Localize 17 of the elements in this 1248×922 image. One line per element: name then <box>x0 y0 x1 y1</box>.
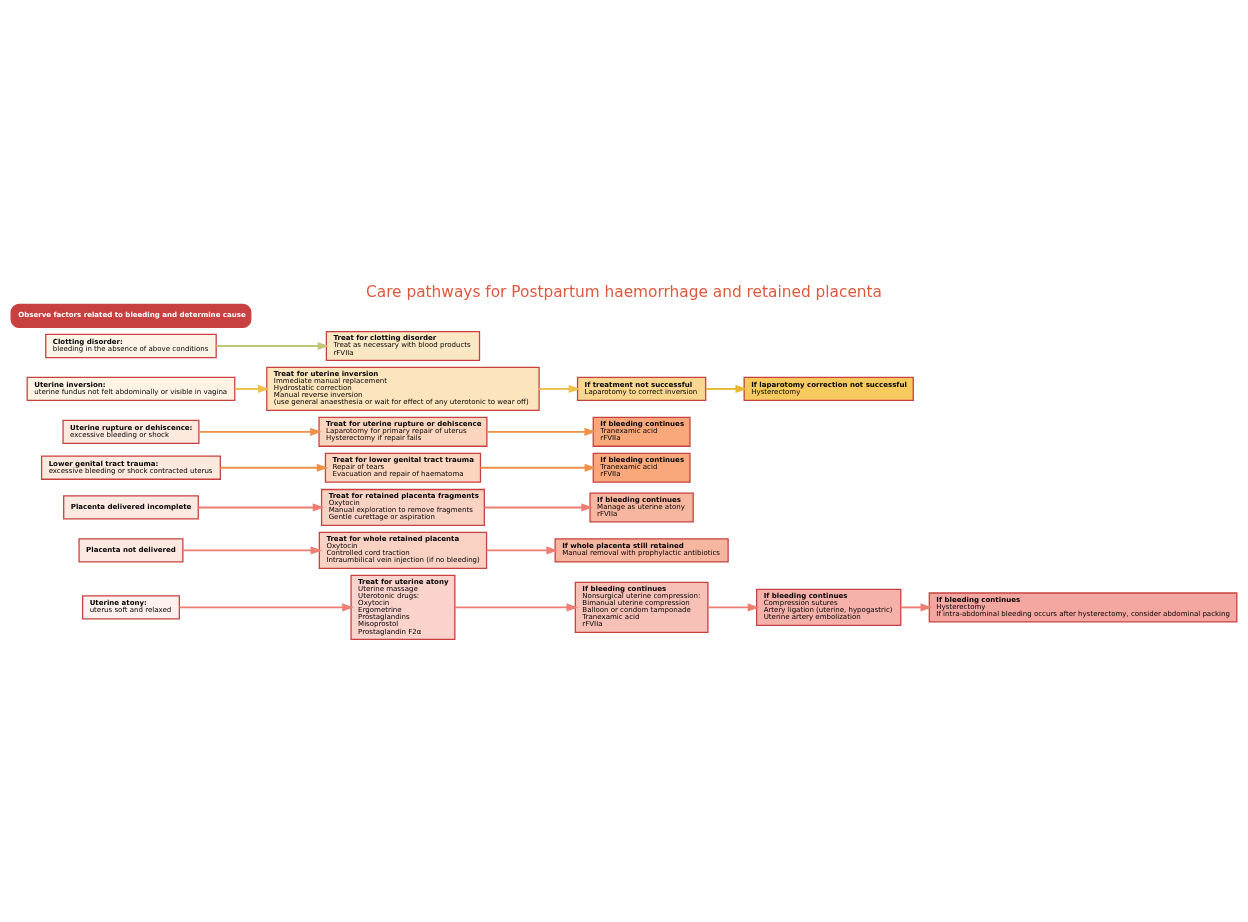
arrow <box>479 463 597 472</box>
arrow <box>538 384 581 393</box>
diagram-title: Care pathways for Postpartum haemorrhage and retained placenta <box>365 283 883 302</box>
arrow <box>198 427 322 436</box>
arrow <box>197 503 325 512</box>
arrow <box>899 603 933 612</box>
arrow <box>705 384 747 393</box>
arrow <box>485 546 558 555</box>
arrow <box>219 463 329 472</box>
arrow <box>707 603 760 612</box>
arrow <box>178 603 354 612</box>
arrow <box>454 603 578 612</box>
arrow <box>215 341 330 351</box>
arrow <box>182 546 323 555</box>
arrow <box>486 427 596 436</box>
arrow <box>233 384 270 393</box>
arrow <box>483 503 593 512</box>
